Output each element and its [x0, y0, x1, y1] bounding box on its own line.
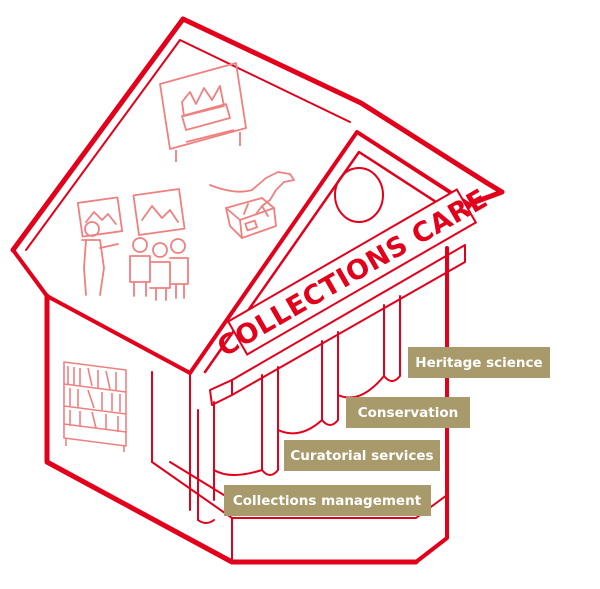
left-wall-outline: [44, 293, 419, 565]
column-2: [261, 366, 279, 476]
column-4: [383, 295, 401, 382]
bookshelf-icon: [63, 361, 127, 452]
label-heritage-science: Heritage science: [408, 347, 550, 378]
gallery-visitors-icon: [76, 188, 189, 301]
roof-bottom-edge: [11, 248, 192, 375]
column-1-base: [197, 519, 215, 524]
back-arch-2: [277, 419, 323, 435]
column-1: [197, 401, 215, 521]
pediment-window: [334, 167, 384, 223]
porch-floor: [151, 461, 448, 519]
banner-bg: [226, 188, 478, 356]
label-collections-management: Collections management: [224, 485, 431, 516]
banner-title: COLLECTIONS CARE: [212, 183, 493, 363]
back-arch-1: [213, 469, 263, 476]
column-3: [321, 331, 339, 426]
label-curatorial-services: Curatorial services: [284, 440, 440, 471]
pediment-inner: [203, 150, 455, 374]
label-conservation-bg: [346, 397, 470, 428]
dinosaur-fossil-icon: [209, 171, 295, 239]
roof-outline: [10, 16, 505, 253]
label-collections-management-bg: [224, 485, 431, 516]
banner: COLLECTIONS CARE: [212, 183, 493, 363]
label-collections-management-text: Collections management: [233, 493, 422, 509]
right-wall-outline: [414, 246, 449, 564]
label-curatorial-services-text: Curatorial services: [290, 448, 433, 464]
label-conservation: Conservation: [346, 397, 470, 428]
roof-inner-edge: [25, 39, 351, 251]
label-heritage-science-bg: [408, 347, 550, 378]
label-conservation-text: Conservation: [358, 405, 459, 421]
back-arch-3: [337, 375, 385, 399]
label-heritage-science-text: Heritage science: [415, 355, 542, 371]
house-outline: [10, 16, 505, 565]
crown-painting-icon: [159, 62, 247, 162]
label-curatorial-services-bg: [284, 440, 440, 471]
